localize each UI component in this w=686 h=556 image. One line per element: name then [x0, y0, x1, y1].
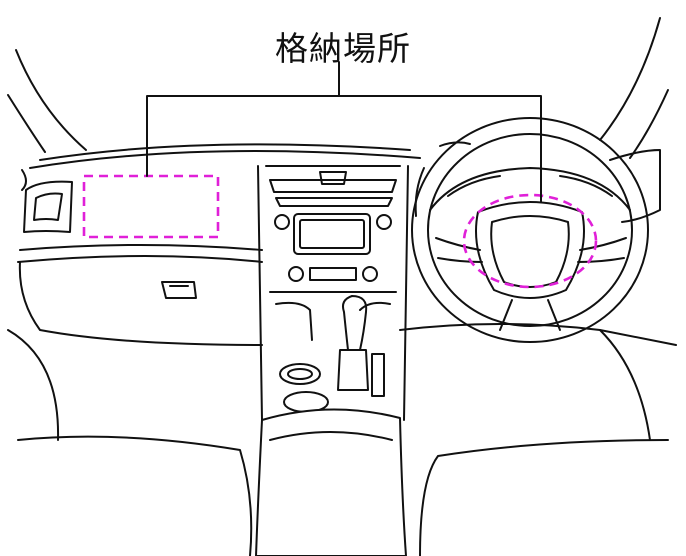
dashboard — [17, 143, 677, 346]
callout-bracket — [146, 61, 542, 203]
steering-wheel — [411, 117, 649, 343]
glovebox — [18, 261, 263, 346]
storage-area-steering-hub — [462, 193, 598, 289]
left-air-vent — [23, 180, 73, 233]
center-console — [257, 165, 409, 421]
storage-location-label: 格納場所 — [275, 29, 411, 68]
storage-area-dashboard — [82, 174, 220, 239]
storage-highlights — [82, 174, 598, 289]
front-seats — [7, 329, 669, 556]
